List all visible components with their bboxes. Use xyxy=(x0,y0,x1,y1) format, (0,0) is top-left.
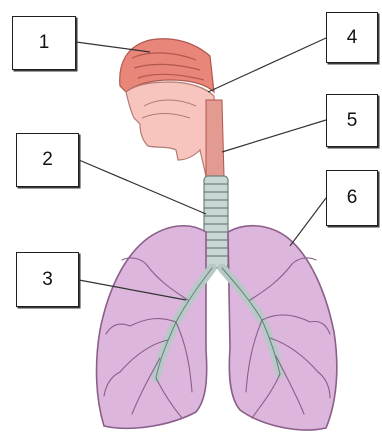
label-6-text: 6 xyxy=(347,187,358,209)
mouth-throat xyxy=(126,82,218,176)
label-2-text: 2 xyxy=(42,149,53,171)
head-airway xyxy=(120,39,224,176)
pharynx xyxy=(206,100,224,176)
label-4-text: 4 xyxy=(347,27,358,49)
label-5-text: 5 xyxy=(347,110,358,132)
leader-line-2 xyxy=(79,160,206,214)
label-3-text: 3 xyxy=(42,269,53,291)
leader-line-4 xyxy=(208,38,326,92)
label-1-text: 1 xyxy=(39,32,50,54)
label-box-4: 4 xyxy=(326,12,378,63)
leader-line-6 xyxy=(290,198,326,246)
label-box-5: 5 xyxy=(326,94,378,147)
trachea xyxy=(204,176,228,268)
label-box-3: 3 xyxy=(16,252,79,307)
label-box-1: 1 xyxy=(12,16,76,70)
leader-line-5 xyxy=(222,120,326,152)
label-box-2: 2 xyxy=(16,133,79,187)
trachea-tube xyxy=(204,176,228,268)
label-box-6: 6 xyxy=(326,170,378,226)
right-lung xyxy=(228,226,337,430)
